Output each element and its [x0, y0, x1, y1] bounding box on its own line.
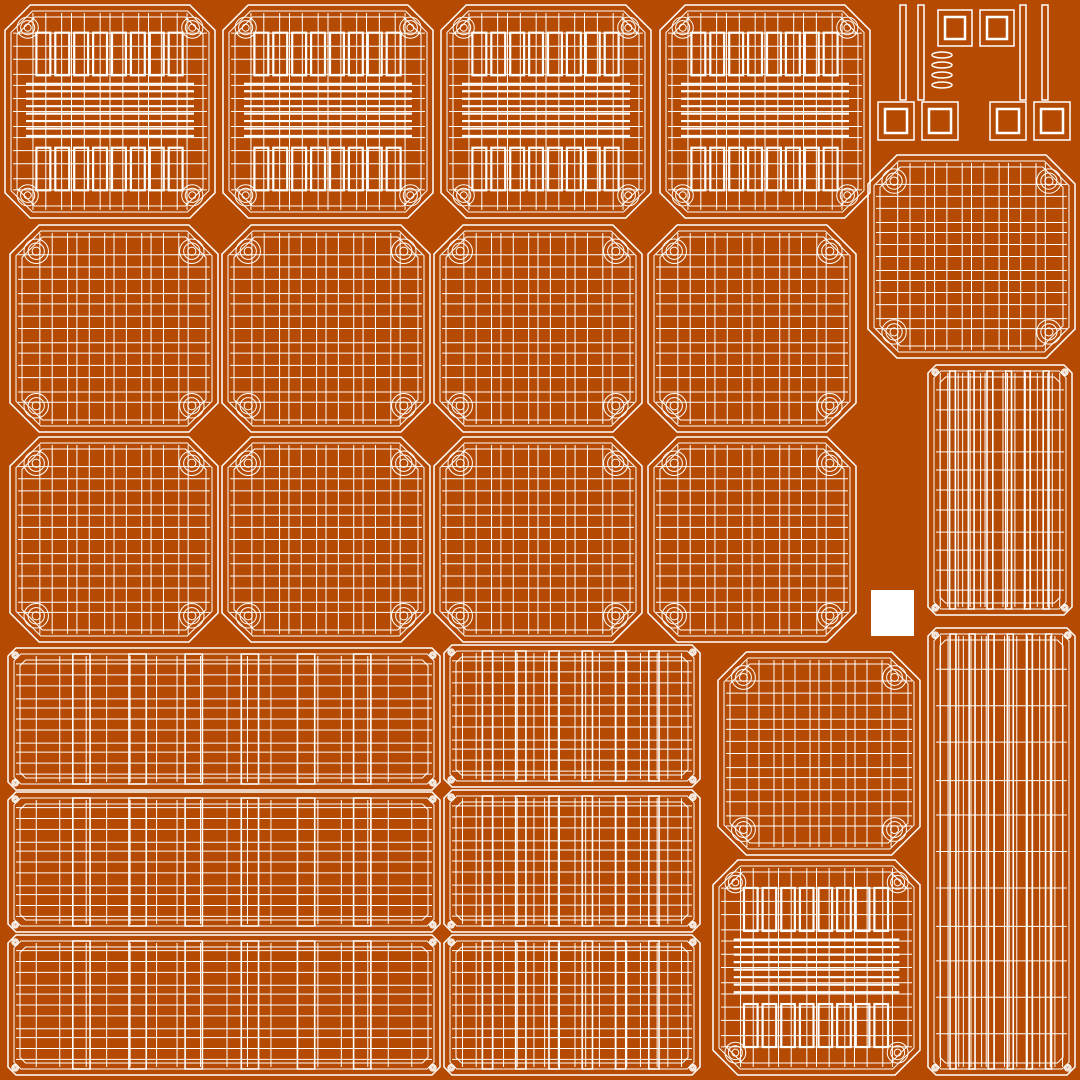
uv-island-rounded-face [433, 224, 643, 433]
uv-island-rounded-face [9, 436, 219, 643]
uv-island-rounded-face [717, 651, 921, 856]
uv-island-small-parts [877, 4, 1071, 141]
uv-island-side-strip [443, 934, 701, 1076]
uv-island-blank-swatch [871, 590, 914, 636]
uv-island-grille-top [659, 4, 871, 219]
uv-island-side-strip [927, 364, 1073, 616]
uv-island-grille-top [712, 859, 921, 1076]
uv-island-grille-top [222, 4, 434, 219]
uv-island-rounded-face [647, 436, 857, 643]
uv-island-side-strip [927, 627, 1076, 1076]
uv-island-grille-top [4, 4, 216, 219]
uv-island-rounded-face [221, 436, 431, 643]
uv-island-rounded-face [221, 224, 431, 433]
uv-island-rounded-face [433, 436, 643, 643]
uv-islands [4, 4, 1076, 1076]
uv-island-side-strip [443, 644, 701, 788]
uv-island-rounded-face [867, 154, 1076, 359]
uv-island-side-strip [443, 789, 701, 933]
uv-island-side-strip [7, 647, 441, 791]
uv-island-rounded-face [647, 224, 857, 433]
uv-island-grille-top [440, 4, 652, 219]
uv-island-side-strip [7, 791, 441, 933]
uv-island-rounded-face [9, 224, 219, 433]
uv-island-side-strip [7, 934, 441, 1076]
